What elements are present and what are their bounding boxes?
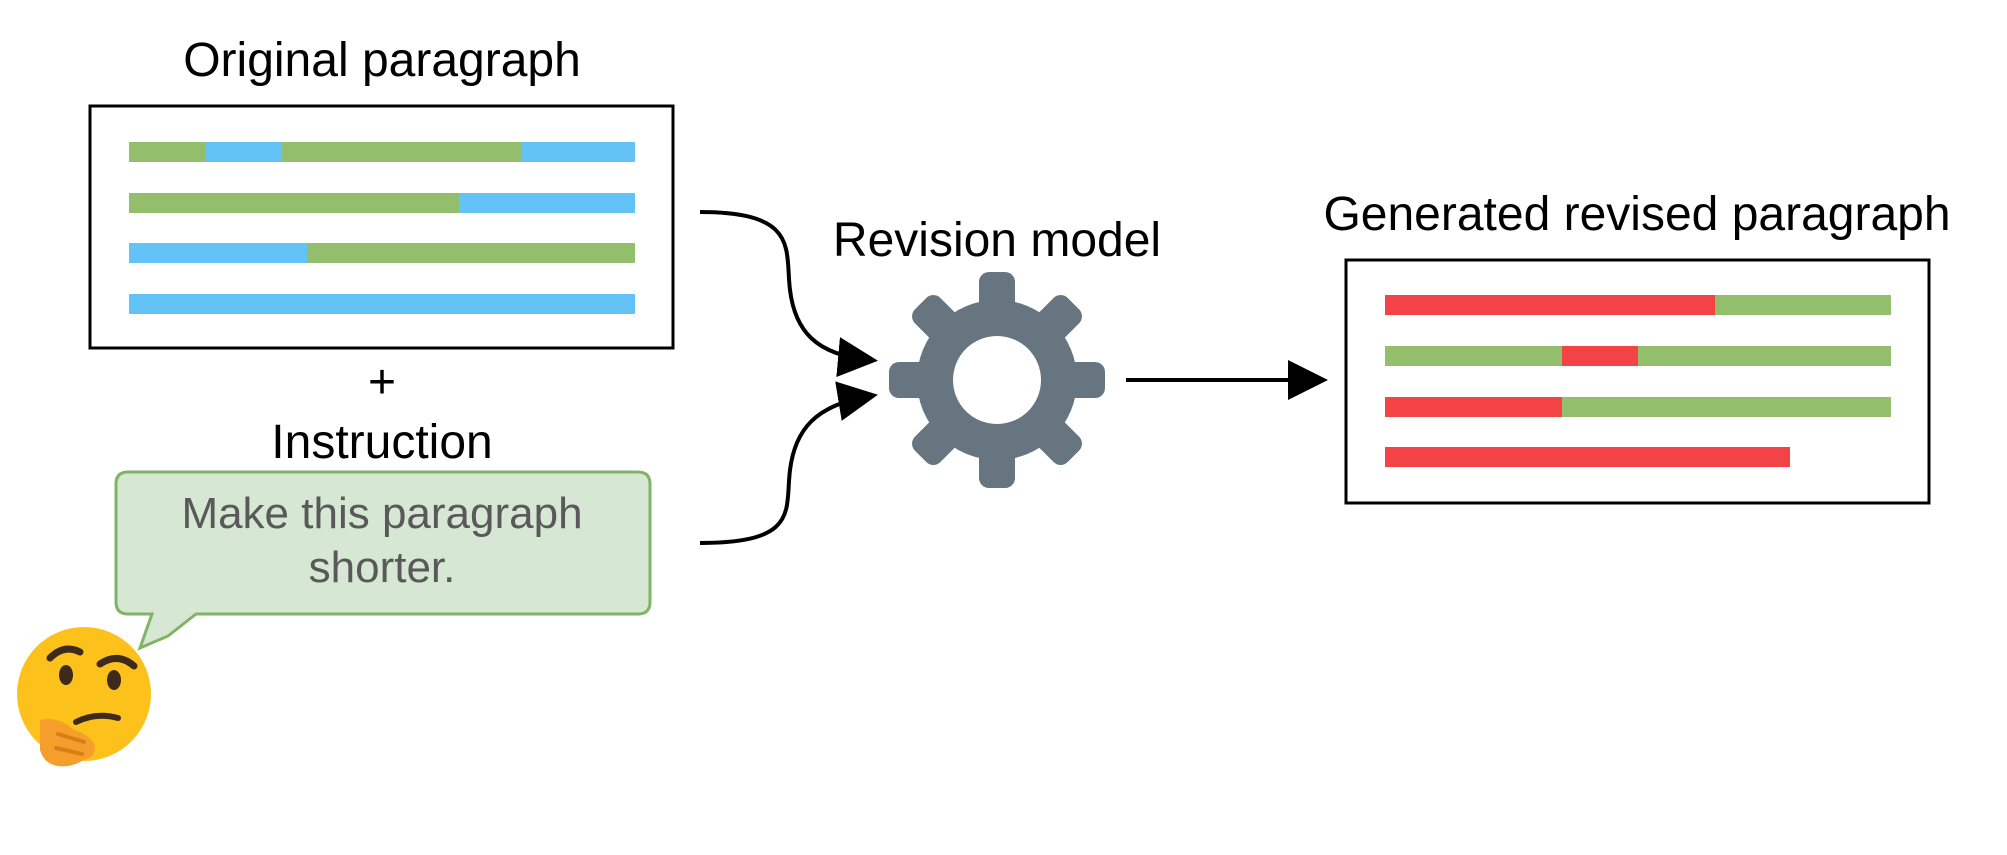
generated-text-line-2 — [1385, 346, 1891, 366]
original-text-line-1 — [129, 142, 635, 162]
arrow-instruction-to-model — [699, 381, 878, 545]
instruction-text-line-1: Make this paragraph — [181, 489, 582, 538]
original-paragraph-title: Original paragraph — [183, 34, 581, 87]
instruction-text-line-2: shorter. — [309, 543, 456, 592]
plus-sign: + — [368, 356, 396, 409]
original-text-line-4 — [129, 294, 635, 314]
instruction-speech-bubble: Make this paragraph shorter. — [114, 470, 652, 651]
gear-icon — [889, 272, 1105, 488]
instruction-label: Instruction — [271, 416, 492, 469]
generated-paragraph-box — [1344, 258, 1931, 505]
original-text-line-3 — [129, 243, 635, 263]
original-paragraph-box — [88, 104, 675, 350]
generated-text-line-1 — [1385, 295, 1891, 315]
generated-text-line-4 — [1385, 447, 1790, 467]
revision-model-label: Revision model — [833, 214, 1161, 267]
thinking-face-icon — [17, 627, 151, 767]
generated-paragraph-title: Generated revised paragraph — [1323, 188, 1950, 241]
original-text-line-2 — [129, 193, 635, 213]
arrow-original-to-model — [699, 210, 878, 378]
generated-text-line-3 — [1385, 397, 1891, 417]
